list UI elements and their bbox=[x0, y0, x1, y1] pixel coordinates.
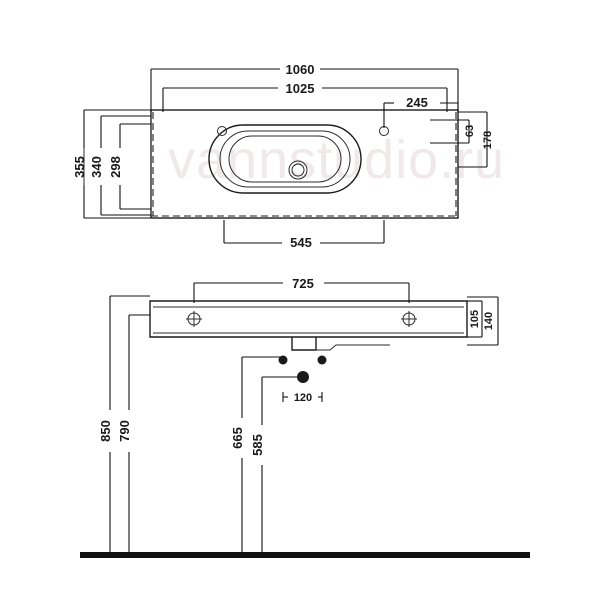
dim-355-label: 355 bbox=[72, 156, 87, 178]
supply-point-right bbox=[317, 355, 327, 365]
front-view-geometry bbox=[149, 300, 468, 383]
dim-340-label: 340 bbox=[89, 156, 104, 178]
dim-178-label: 178 bbox=[482, 131, 494, 149]
dim-245-label: 245 bbox=[406, 95, 428, 110]
floor-line bbox=[80, 552, 530, 558]
dim-120-label: 120 bbox=[294, 392, 312, 404]
dim-105-label: 105 bbox=[469, 310, 481, 328]
dim-63-label: 63 bbox=[464, 125, 476, 137]
dim-545-label: 545 bbox=[290, 235, 312, 250]
dim-725-label: 725 bbox=[292, 276, 314, 291]
dim-1060-label: 1060 bbox=[286, 62, 315, 77]
dim-790-label: 790 bbox=[117, 420, 132, 442]
watermark-text: vannstudio.ru bbox=[168, 130, 505, 190]
dim-298-label: 298 bbox=[108, 156, 123, 178]
top-view-geometry bbox=[83, 109, 459, 219]
top-view-dimensions: 1060 1025 245 355 340 bbox=[72, 62, 494, 250]
dim-1025-label: 1025 bbox=[286, 81, 315, 96]
dim-585-label: 585 bbox=[250, 434, 265, 456]
drain-point bbox=[297, 371, 309, 383]
dim-850-label: 850 bbox=[98, 420, 113, 442]
dim-665-label: 665 bbox=[230, 427, 245, 449]
dim-140-label: 140 bbox=[483, 312, 495, 330]
front-view-dimensions: 725 105 140 850 790 665 bbox=[98, 276, 499, 556]
supply-point-left bbox=[278, 355, 288, 365]
